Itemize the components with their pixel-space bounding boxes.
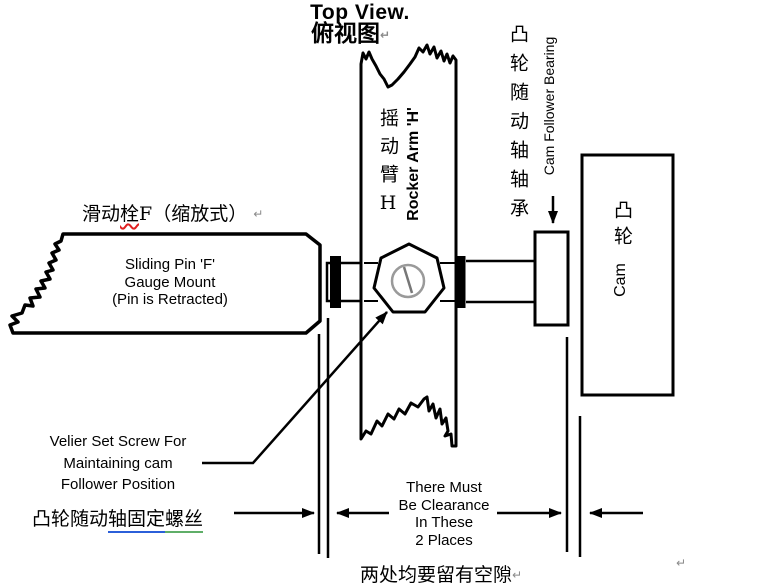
set-screw-note: Velier Set Screw For Maintaining cam Fol…: [18, 431, 218, 496]
sliding-pin-line1: Sliding Pin 'F': [125, 256, 215, 273]
clearance-line4: 2 Places: [415, 531, 473, 549]
sliding-pin-label-zh: 滑动栓F（缩放式） ↵: [82, 203, 264, 225]
underline-blue-segment: 轴固定: [108, 508, 166, 533]
return-mark-icon: ↵: [512, 568, 523, 582]
screw-slot: [402, 266, 414, 294]
spellcheck-squiggle: 栓: [120, 203, 140, 225]
clearance-note: There Must Be Clearance In These 2 Place…: [383, 479, 505, 549]
clearance-line3: In These: [414, 514, 474, 531]
bearing-block-shape: [533, 230, 570, 327]
page-title: Top View.: [290, 1, 430, 25]
sliding-pin-line3: (Pin is Retracted): [112, 291, 228, 308]
page-title-zh: 俯视图↵: [311, 20, 391, 47]
cam-shape: [580, 153, 675, 397]
cam-label-zh: 凸轮: [611, 200, 633, 252]
hidden-shaft-segments: [364, 262, 456, 302]
shaft-right-lines: [466, 259, 536, 304]
return-mark-icon: ↵: [676, 556, 687, 570]
rocker-arm-label-en: Rocker Arm 'H': [405, 107, 422, 221]
return-mark-icon: ↵: [380, 28, 391, 42]
underline-green-segment: 螺丝: [165, 508, 204, 533]
set-screw-line1: Velier Set Screw For: [49, 433, 187, 450]
page-title-en: Top View.: [310, 1, 410, 24]
shaft-left-flange: [330, 256, 341, 308]
return-mark-icon: ↵: [253, 207, 264, 221]
bearing-label-zh: 凸轮随动轴轴承: [507, 24, 529, 227]
clearance-line2: Be Clearance: [398, 496, 490, 514]
cam-label-en: Cam: [612, 263, 629, 297]
set-screw-line2: Maintaining cam: [63, 454, 173, 472]
set-screw-leader-arrow: [202, 311, 388, 465]
shaft-right-flange: [456, 256, 466, 308]
set-screw-line3: Follower Position: [60, 476, 176, 493]
sliding-pin-box-text: Sliding Pin 'F' Gauge Mount (Pin is Retr…: [72, 256, 268, 309]
set-screw-label-zh: 凸轮随动轴固定螺丝: [32, 504, 204, 533]
sliding-pin-box-shape: [8, 232, 322, 335]
shaft-left-collar: [325, 261, 361, 303]
clearance-label-zh: 两处均要留有空隙↵: [360, 564, 523, 586]
rocker-arm-label-zh: 摇动臂H: [377, 108, 399, 223]
clearance-line1: There Must: [406, 479, 482, 496]
clearance-lines-left: [317, 318, 330, 558]
bearing-label-en: Cam Follower Bearing: [541, 36, 557, 176]
sliding-pin-line2: Gauge Mount: [124, 273, 216, 291]
clearance-lines-right: [565, 337, 582, 557]
